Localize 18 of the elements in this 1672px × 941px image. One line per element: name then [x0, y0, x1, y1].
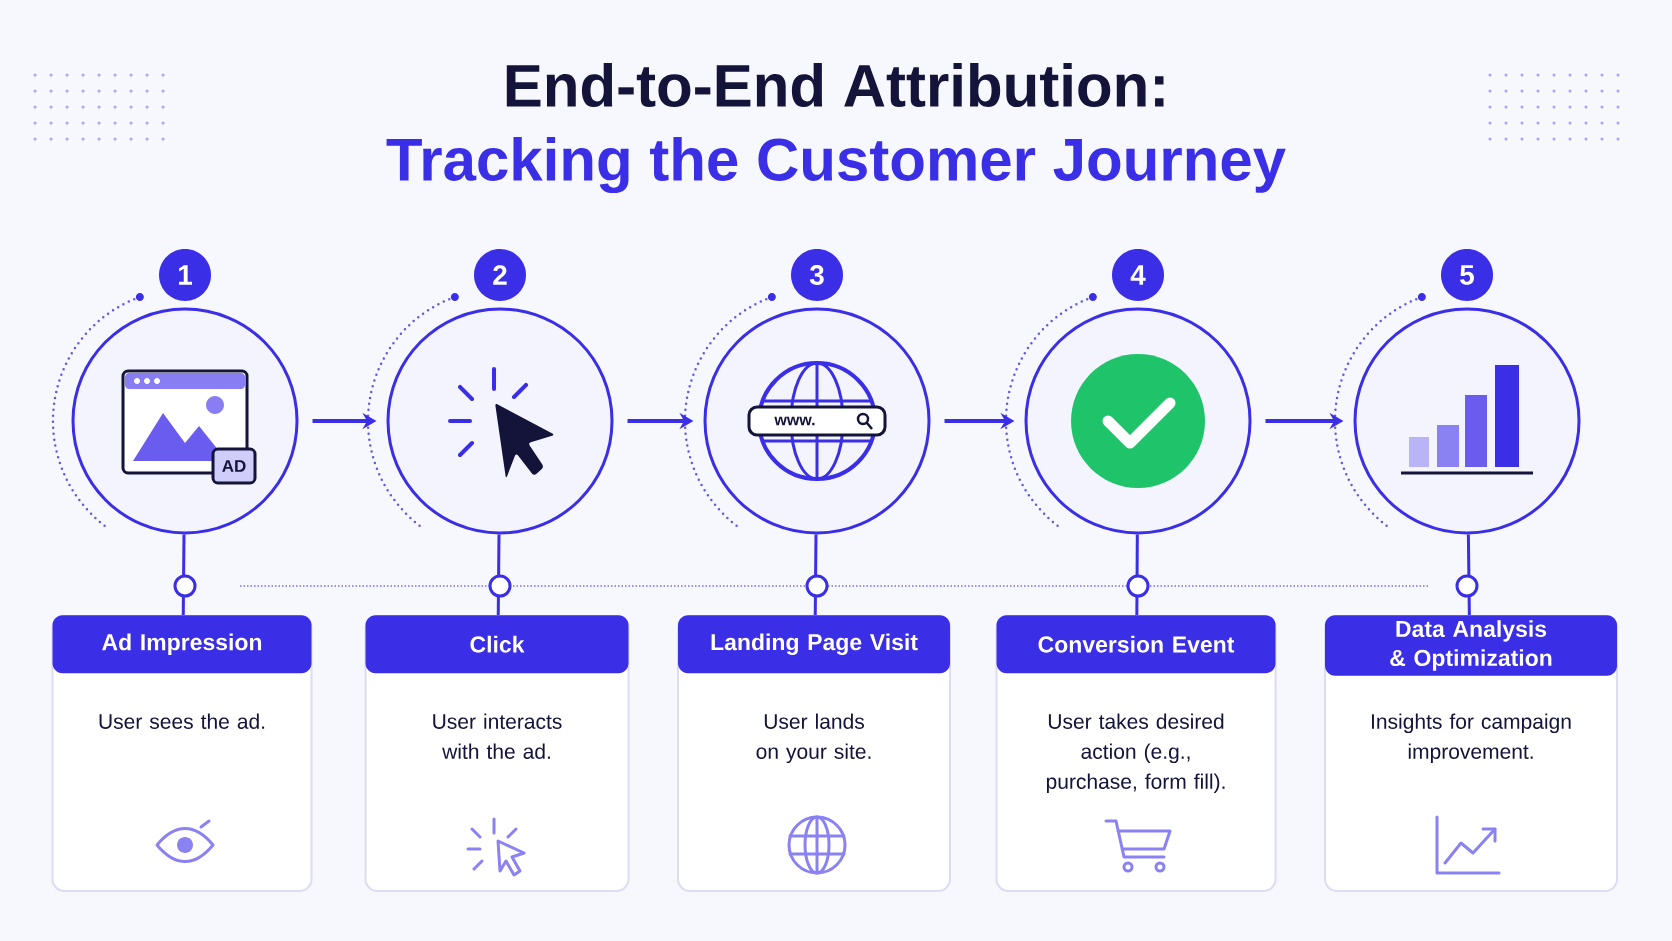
step-number: 2: [474, 249, 526, 301]
step-card: Data Analysis & Optimization Insights for campaign improvement.: [1324, 615, 1618, 892]
step-number: 3: [791, 249, 843, 301]
connector-line: [1135, 534, 1139, 615]
step-number: 4: [1112, 249, 1164, 301]
step-card: Ad Impression User sees the ad.: [51, 615, 313, 892]
subtitle: Tracking the Customer Journey: [386, 136, 1286, 194]
connector-line: [181, 534, 186, 615]
step-card: Conversion Event User takes desired action (e.g., purchase, form fill).: [995, 615, 1277, 892]
step-card: Click User interacts with the ad.: [364, 615, 630, 892]
connector-line: [813, 534, 818, 615]
step-circle: [386, 307, 614, 535]
connector-line: [496, 534, 501, 615]
step-number: 1: [159, 249, 211, 301]
step-card: Landing Page Visit User lands on your site.: [677, 615, 951, 892]
title: End-to-End Attribution:: [506, 62, 1164, 107]
connector-line: [1466, 534, 1471, 616]
step-number: 5: [1441, 249, 1493, 301]
